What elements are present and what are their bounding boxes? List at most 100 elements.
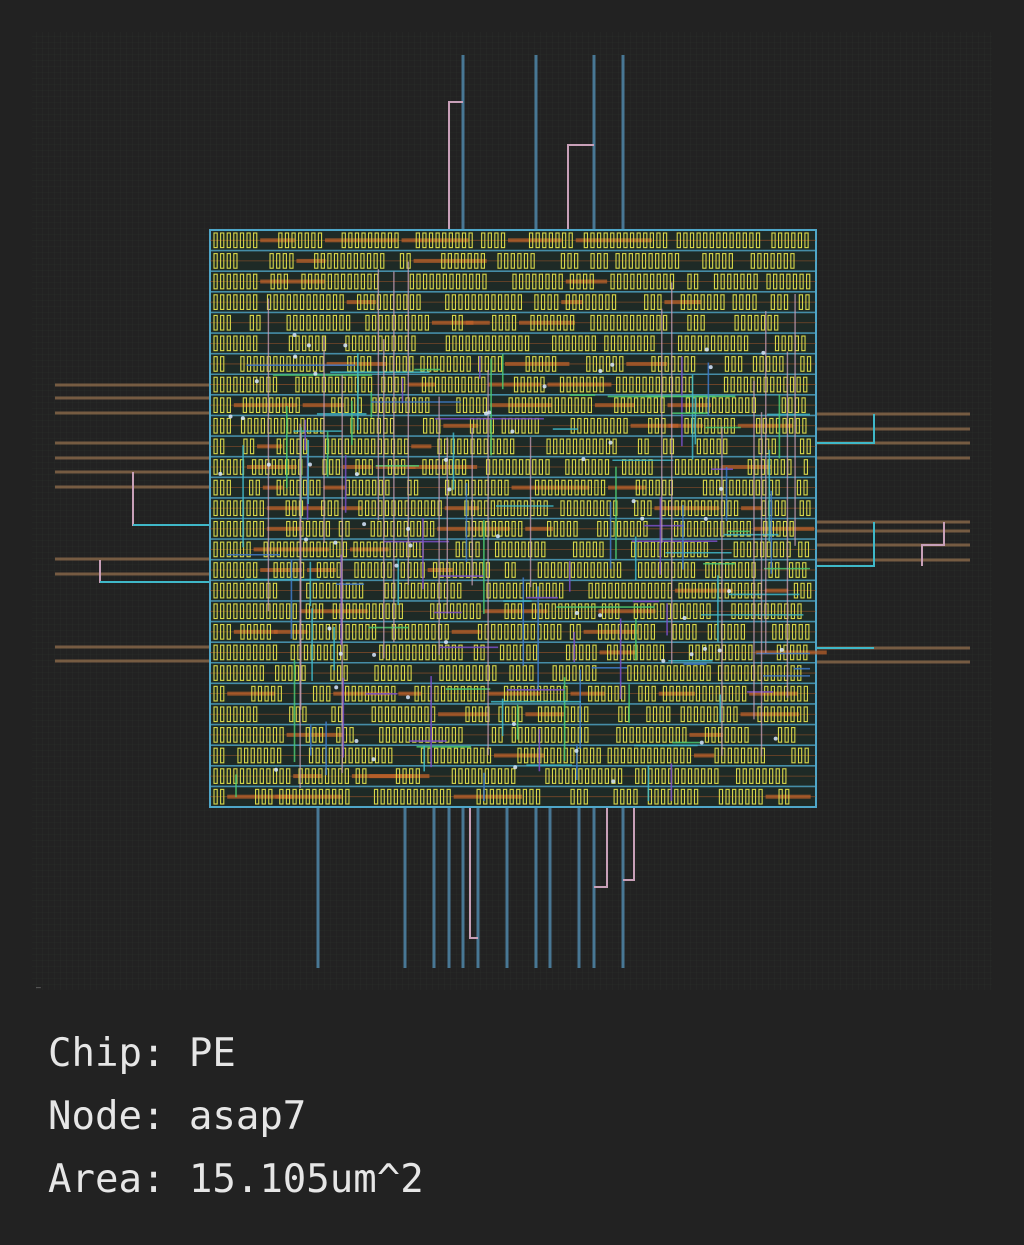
cell-finger [545, 459, 550, 475]
poly-strap [721, 464, 772, 469]
cell-finger [461, 459, 467, 475]
cell-finger [416, 294, 421, 310]
cell-finger [798, 541, 803, 558]
cell-finger [249, 397, 254, 414]
cell-finger [305, 727, 310, 743]
cell-finger [253, 582, 258, 599]
cell-finger [289, 479, 295, 496]
cell-finger [788, 562, 794, 578]
cell-finger [637, 438, 643, 455]
cell-finger [413, 788, 418, 805]
cell-finger [587, 397, 593, 414]
cell-finger [678, 582, 683, 599]
cell-finger [316, 562, 322, 578]
via [371, 757, 376, 762]
cell-finger [270, 747, 275, 764]
cell-finger [503, 438, 508, 455]
cell-finger [742, 232, 747, 249]
cell-finger [253, 356, 258, 372]
cell-finger [239, 273, 245, 290]
cell-finger [642, 479, 647, 496]
cell-finger [610, 232, 615, 249]
cell-finger [497, 500, 502, 517]
cell-finger [449, 273, 454, 290]
cell-finger [518, 520, 523, 537]
cell-finger [485, 335, 490, 352]
cell-finger [379, 727, 384, 743]
cell-finger [404, 582, 409, 599]
cell-finger [791, 623, 797, 640]
cell-finger [806, 500, 811, 517]
cell-finger [435, 232, 440, 249]
cell-finger [594, 685, 599, 702]
cell-finger [777, 603, 782, 620]
cell-finger [664, 356, 669, 372]
cell-finger [383, 294, 388, 310]
cell-finger [336, 665, 342, 681]
cell-finger [347, 356, 352, 372]
cell-finger [749, 479, 754, 496]
cell-finger [480, 685, 485, 702]
cell-finger [226, 459, 231, 475]
cell-finger [348, 232, 353, 249]
cell-finger [319, 520, 324, 537]
cell-finger [569, 273, 575, 290]
cell-finger [286, 768, 291, 784]
cell-finger [246, 232, 251, 249]
poly-strap [626, 361, 667, 366]
cell-finger [517, 747, 522, 764]
cell-finger [511, 603, 516, 620]
via [574, 748, 579, 753]
cell-finger [543, 623, 549, 640]
cell-finger [362, 768, 367, 784]
cell-finger [647, 582, 653, 599]
cell-finger [764, 665, 769, 681]
cell-finger [663, 438, 668, 455]
cell-finger [518, 459, 524, 475]
via [682, 615, 687, 620]
cell-finger [410, 520, 415, 537]
cell-finger [213, 294, 218, 310]
cell-finger [220, 788, 225, 805]
cell-finger [687, 500, 693, 517]
cell-finger [680, 665, 685, 681]
cell-finger [603, 562, 609, 578]
cell-finger [487, 232, 492, 249]
cell-finger [777, 294, 782, 310]
cell-finger [605, 438, 611, 455]
cell-finger [251, 685, 256, 702]
cell-finger [535, 788, 541, 805]
cell-finger [476, 603, 481, 620]
cell-finger [254, 417, 259, 434]
cell-finger [599, 500, 605, 517]
cell-finger [597, 520, 602, 537]
cell-finger [425, 644, 430, 661]
cell-finger [497, 253, 502, 269]
cell-finger [253, 500, 258, 517]
cell-finger [555, 232, 560, 249]
cell-finger [636, 727, 641, 743]
via [266, 462, 271, 467]
cell-finger [731, 665, 736, 681]
cell-finger [583, 232, 589, 249]
cell-finger [681, 459, 686, 475]
cell-finger [601, 603, 607, 620]
poly-strap [438, 712, 490, 717]
cell-finger [340, 273, 346, 290]
cell-finger [551, 603, 556, 620]
cell-finger [517, 253, 522, 269]
cell-finger [544, 603, 550, 620]
cell-finger [649, 232, 655, 249]
cell-finger [361, 747, 367, 764]
cell-finger [486, 747, 492, 764]
cell-finger [704, 582, 710, 599]
chip-layout-view[interactable]: — [0, 0, 1024, 1000]
cell-finger [771, 438, 776, 455]
cell-finger [732, 788, 737, 805]
cell-finger [246, 562, 251, 578]
cell-finger [374, 665, 379, 681]
cell-finger [387, 562, 392, 578]
via [704, 347, 709, 352]
cell-finger [363, 417, 368, 434]
cell-finger [567, 253, 572, 269]
